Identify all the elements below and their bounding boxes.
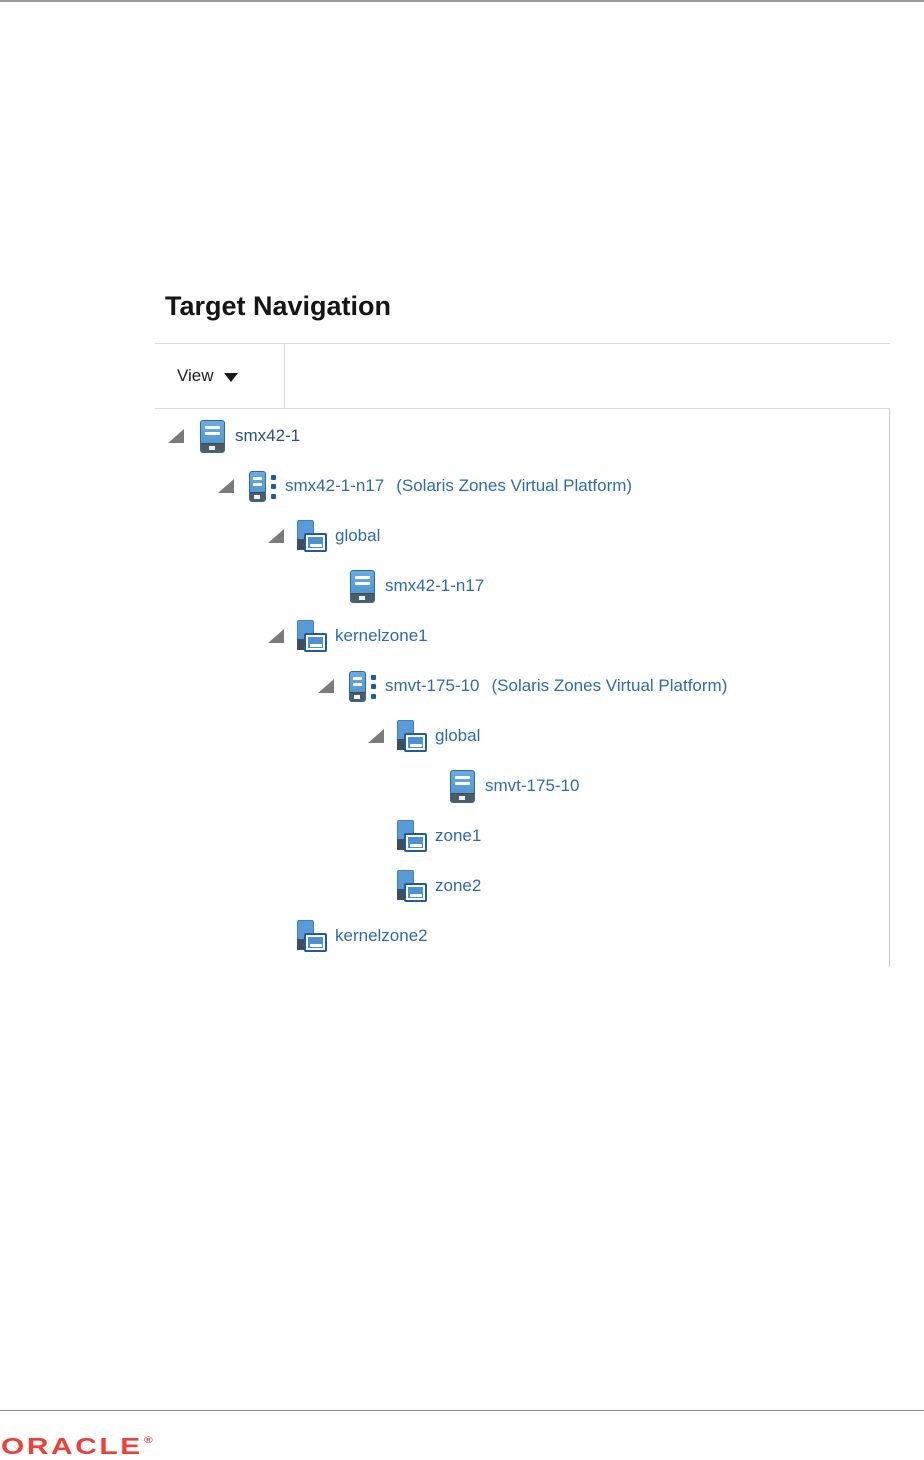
tree-node-zone1[interactable]: zone1 — [155, 811, 889, 861]
tree-node-smx42-1-n17[interactable]: smx42-1-n17 (Solaris Zones Virtual Platfo… — [155, 461, 889, 511]
chevron-down-icon — [223, 372, 238, 382]
collapse-toggle-icon[interactable] — [268, 529, 284, 543]
tree-node-global[interactable]: global — [155, 511, 889, 561]
view-menu-label: View — [177, 366, 214, 385]
indent-spacer — [268, 929, 284, 943]
tree-node-type: (Solaris Zones Virtual Platform) — [396, 476, 633, 495]
tree-node-smx42-1-n17[interactable]: smx42-1-n17 — [155, 561, 889, 611]
tree-node-label[interactable]: global — [435, 726, 481, 745]
tree-node-label[interactable]: global — [335, 526, 381, 545]
zone-icon — [397, 720, 427, 752]
tree-node-label[interactable]: smx42-1 — [235, 426, 301, 445]
virtual-platform-icon — [348, 670, 376, 702]
collapse-toggle-icon[interactable] — [268, 629, 284, 643]
tree-node-smvt-175-10[interactable]: smvt-175-10 — [155, 761, 889, 811]
oracle-logo: ORACLE® — [1, 1435, 153, 1458]
indent-spacer — [368, 879, 384, 893]
tree-node-icon-box — [397, 870, 427, 902]
indent-spacer — [368, 829, 384, 843]
window-top-edge — [0, 0, 924, 2]
page-title: Target Navigation — [165, 291, 392, 321]
tree-node-label[interactable]: smx42-1-n17 — [385, 576, 485, 595]
zone-icon — [397, 870, 427, 902]
tree-node-icon-box — [247, 470, 277, 502]
tree-node-label[interactable]: kernelzone2 — [335, 926, 428, 945]
collapse-toggle-icon[interactable] — [368, 729, 384, 743]
tree-node-icon-box — [447, 769, 477, 803]
tree-node-label[interactable]: smx42-1-n17 — [285, 476, 385, 495]
view-menu-button[interactable]: View — [155, 344, 285, 408]
host-icon — [349, 569, 375, 603]
host-icon — [449, 769, 475, 803]
collapse-toggle-icon[interactable] — [168, 429, 184, 443]
registered-mark: ® — [144, 1435, 153, 1445]
tree-node-label[interactable]: zone1 — [435, 826, 482, 845]
zone-icon — [297, 520, 327, 552]
collapse-toggle-icon[interactable] — [218, 479, 234, 493]
tree-node-label[interactable]: smvt-175-10 — [485, 776, 580, 795]
tree-node-kernelzone2[interactable]: kernelzone2 — [155, 911, 889, 961]
tree-node-smvt-175-10[interactable]: smvt-175-10 (Solaris Zones Virtual Platfo… — [155, 661, 889, 711]
zone-icon — [297, 920, 327, 952]
tree-node-global[interactable]: global — [155, 711, 889, 761]
tree-node-kernelzone1[interactable]: kernelzone1 — [155, 611, 889, 661]
host-icon — [199, 419, 225, 453]
tree-node-label[interactable]: kernelzone1 — [335, 626, 428, 645]
tree-node-icon-box — [397, 820, 427, 852]
toolbar: View — [155, 343, 890, 409]
indent-spacer — [418, 779, 434, 793]
tree-node-zone2[interactable]: zone2 — [155, 861, 889, 911]
tree-node-icon-box — [297, 620, 327, 652]
zone-icon — [397, 820, 427, 852]
tree-node-icon-box — [347, 569, 377, 603]
zone-icon — [297, 620, 327, 652]
tree-node-icon-box — [347, 670, 377, 702]
tree-node-label[interactable]: zone2 — [435, 876, 482, 895]
virtual-platform-icon — [248, 470, 276, 502]
tree-node-icon-box — [197, 419, 227, 453]
oracle-logo-text: ORACLE — [1, 1433, 143, 1459]
target-navigation-tree: smx42-1 smx42-1-n17 (Solaris Zones Virtual… — [155, 409, 890, 967]
indent-spacer — [318, 579, 334, 593]
collapse-toggle-icon[interactable] — [318, 679, 334, 693]
tree-node-label[interactable]: smvt-175-10 — [385, 676, 480, 695]
tree-node-type: (Solaris Zones Virtual Platform) — [491, 676, 728, 695]
tree-node-icon-box — [297, 920, 327, 952]
tree-node-icon-box — [297, 520, 327, 552]
tree-node-icon-box — [397, 720, 427, 752]
tree-node-smx42-1[interactable]: smx42-1 — [155, 411, 889, 461]
footer-divider — [0, 1410, 924, 1411]
